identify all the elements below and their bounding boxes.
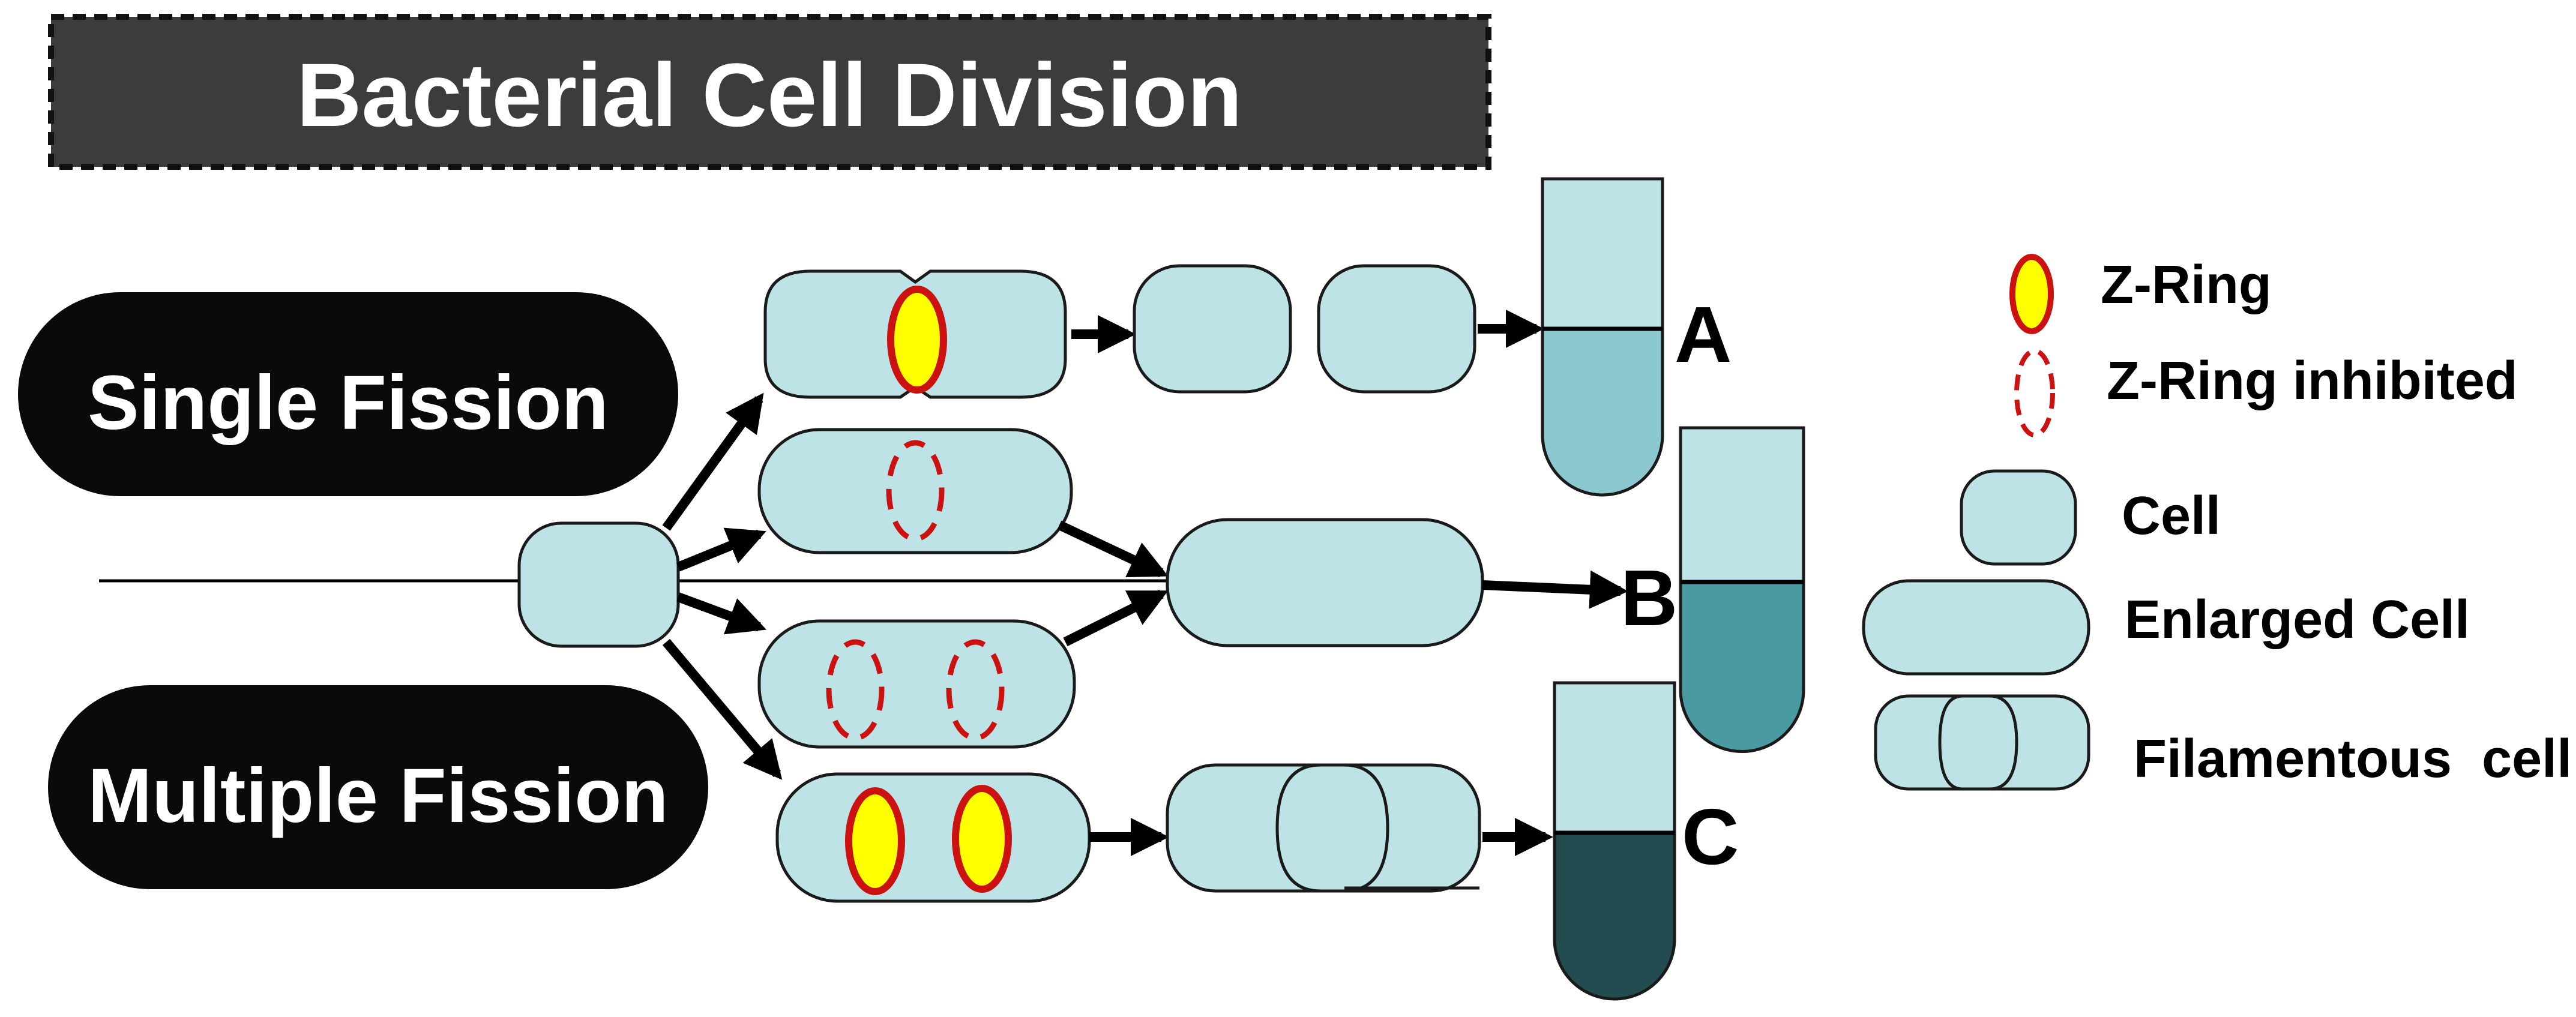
- z-ring-inhibited-icon: [826, 639, 885, 741]
- tube-b-letter: B: [1621, 554, 1678, 642]
- z-ring-legend-icon: [2009, 254, 2054, 334]
- tube-c: C: [1553, 681, 1739, 1001]
- z-ring-inhibited-icon: [886, 440, 945, 542]
- z-ring-icon: [845, 787, 905, 895]
- multiple-fission-label: Multiple Fission: [88, 753, 668, 839]
- legend-cell: Cell: [2122, 486, 2221, 546]
- enlarged-cell-legend-icon: [1862, 579, 2090, 676]
- enlarged-cell-row: [1166, 518, 1628, 647]
- inhibited-cell-row: [757, 428, 1169, 578]
- single-fission-pill: Single Fission: [18, 292, 678, 496]
- inhibited-enlarged-cell: [757, 428, 1073, 554]
- multiple-fission-pill: Multiple Fission: [48, 685, 708, 889]
- legend-z-ring: Z-Ring: [2101, 255, 2272, 315]
- arrow-to-enlarged-cell-upper: [1057, 520, 1169, 578]
- legend-z-ring-inhibited: Z-Ring inhibited: [2107, 351, 2518, 411]
- title-box: Bacterial Cell Division: [48, 14, 1491, 170]
- single-fission-label: Single Fission: [88, 360, 609, 446]
- arrow-to-inhibited-cell: [676, 527, 766, 572]
- dividing-cell-row: [763, 264, 1544, 399]
- multiple-ring-cell: [775, 772, 1091, 903]
- legend-filamentous-cell: Filamentous cell: [2134, 729, 2572, 789]
- filamentous-cell-main: [1166, 763, 1481, 893]
- tube-b: B: [1621, 426, 1805, 753]
- multiple-ring-row: [775, 763, 1553, 903]
- arrow-to-enlarged-cell-lower: [1063, 589, 1169, 647]
- z-ring-icon: [952, 785, 1012, 893]
- z-ring-icon: [887, 286, 947, 394]
- arrow-to-tube-b: [1482, 570, 1628, 609]
- arrow-to-dividing-cell: [662, 392, 764, 531]
- enlarged-cell: [1166, 518, 1484, 647]
- tube-a: A: [1541, 177, 1732, 497]
- branch-arrows: [662, 392, 783, 780]
- starting-cell: [517, 521, 680, 648]
- cell-legend-icon: [1960, 469, 2077, 566]
- double-inhibited-cell: [757, 619, 1076, 749]
- arrow-to-multiple-ring-cell: [662, 638, 783, 780]
- filamentous-cell-legend-icon: [1874, 694, 2090, 791]
- title: Bacterial Cell Division: [296, 44, 1242, 145]
- z-ring-inhibited-icon: [946, 639, 1005, 741]
- daughter-cell-1: [1133, 264, 1292, 394]
- double-inhibited-row: [757, 589, 1169, 749]
- z-ring-inhibited-legend-icon: [2014, 349, 2055, 437]
- legend-enlarged-cell: Enlarged Cell: [2125, 590, 2470, 650]
- daughter-cell-2: [1317, 264, 1476, 394]
- tube-a-letter: A: [1675, 290, 1732, 379]
- arrow-to-double-inhibited-cell: [676, 592, 767, 635]
- legend: Z-Ring Z-Ring inhibited Cell Enlarged Ce…: [1862, 254, 2572, 791]
- tube-c-letter: C: [1682, 793, 1739, 881]
